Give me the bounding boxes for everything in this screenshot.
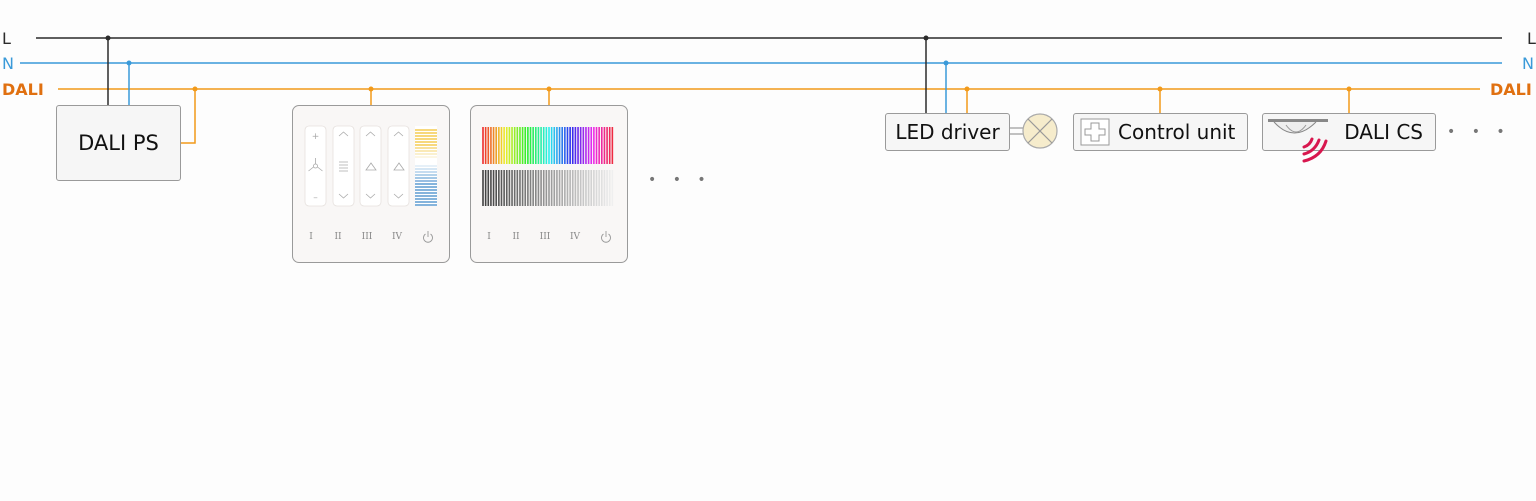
dali-cs-label: DALI CS <box>1344 120 1423 144</box>
dali-cs-dali-junction <box>1346 86 1352 92</box>
dali-ps-label: DALI PS <box>78 131 159 155</box>
wall-panel-cct: + – <box>292 105 450 263</box>
ps-l-junction <box>105 35 111 41</box>
rainbow-bars <box>482 127 614 164</box>
panel2-button-4: IV <box>569 232 581 242</box>
control-unit-label: Control unit <box>1118 120 1236 144</box>
ps-n-junction <box>126 60 132 66</box>
bus-label-dali-left: DALI <box>2 80 44 99</box>
more-devices-ellipsis: • • • <box>1447 124 1511 140</box>
dali-ps-box: DALI PS <box>56 105 181 181</box>
driver-l-junction <box>923 35 929 41</box>
ps-dali-junction <box>192 86 198 92</box>
led-driver-box: LED driver <box>885 113 1010 151</box>
panel2-button-2: II <box>512 232 520 242</box>
control-unit-box: Control unit <box>1073 113 1248 151</box>
wall-panel-rgb: I II III IV <box>470 105 628 263</box>
grayscale-bars <box>482 170 614 206</box>
control-unit-dali-junction <box>1157 86 1163 92</box>
driver-n-junction <box>943 60 949 66</box>
power-icon <box>423 231 433 243</box>
power-icon <box>601 231 611 243</box>
lamp-icon <box>1022 113 1058 149</box>
bus-label-n-left: N <box>2 54 14 73</box>
panel1-dali-junction <box>368 86 374 92</box>
sensor-icon <box>1268 119 1328 163</box>
control-unit-icon <box>1080 118 1110 146</box>
panel-rgb-graphic <box>482 127 614 243</box>
led-driver-label: LED driver <box>895 120 1000 144</box>
wireless-signal-icon <box>1302 137 1328 163</box>
svg-text:–: – <box>313 193 318 203</box>
bus-label-l-left: L <box>2 29 11 48</box>
bus-label-n-right: N <box>1522 54 1534 73</box>
svg-text:+: + <box>312 132 320 142</box>
bus-label-dali-right: DALI <box>1490 80 1532 99</box>
panel2-button-1: I <box>487 232 491 242</box>
panel2-button-3: III <box>539 232 551 242</box>
panel-cct-graphic: + – <box>304 125 437 243</box>
panel1-button-2: II <box>334 232 342 242</box>
more-panels-ellipsis: • • • <box>648 172 712 188</box>
ps-dali-connection <box>181 89 196 144</box>
driver-dali-junction <box>964 86 970 92</box>
bus-label-l-right: L <box>1527 29 1536 48</box>
panel1-button-1: I <box>309 232 313 242</box>
panel2-dali-junction <box>546 86 552 92</box>
cct-slider <box>415 126 437 206</box>
panel1-button-4: IV <box>391 232 403 242</box>
panel1-button-3: III <box>361 232 373 242</box>
